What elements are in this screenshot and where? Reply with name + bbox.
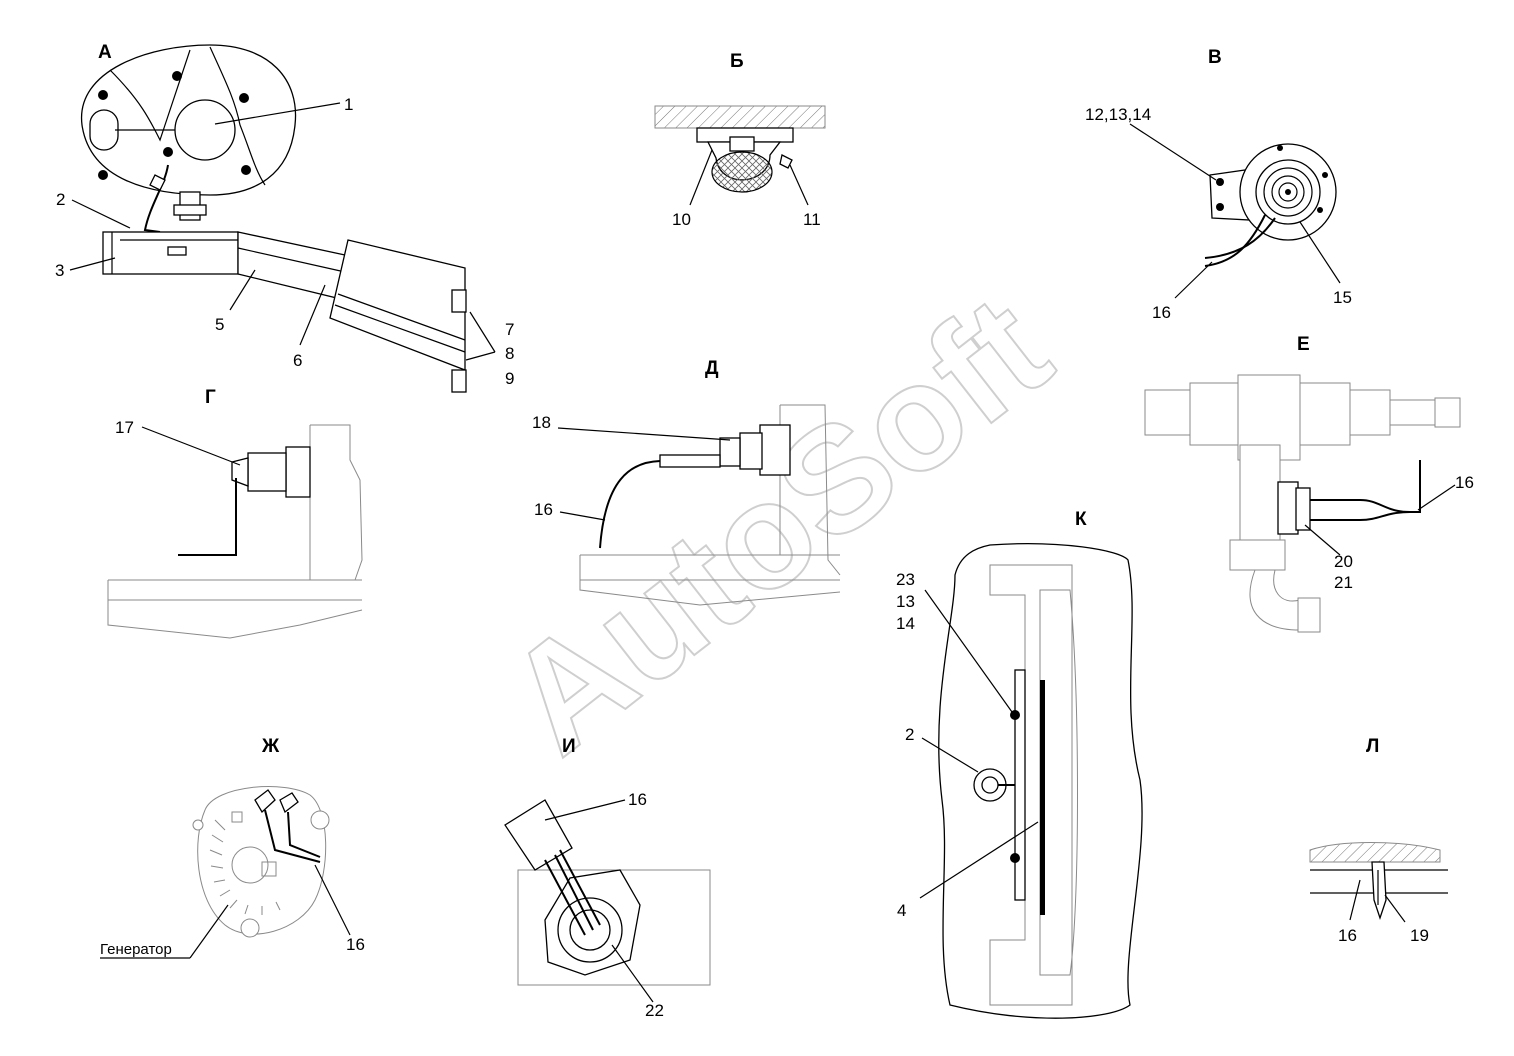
callout-2: 2 (56, 190, 65, 209)
view-zh: Ж 16 Генератор (100, 736, 365, 959)
callout-16-v: 16 (1152, 303, 1171, 322)
callout-16-zh: 16 (346, 935, 365, 954)
callout-2-k: 2 (905, 725, 914, 744)
view-label-i: И (562, 736, 576, 757)
callout-17: 17 (115, 418, 134, 437)
view-label-l: Л (1366, 736, 1379, 757)
callout-12-13-14: 12,13,14 (1085, 105, 1151, 124)
view-label-zh: Ж (261, 736, 280, 757)
callout-23: 23 (896, 570, 915, 589)
callout-21: 21 (1334, 573, 1353, 592)
view-a: А (55, 42, 514, 393)
callout-16-l: 16 (1338, 926, 1357, 945)
callout-16-d: 16 (534, 500, 553, 519)
view-l: Л 16 19 (1309, 736, 1448, 945)
view-label-g: Г (205, 387, 216, 408)
callout-20: 20 (1334, 552, 1353, 571)
callout-7: 7 (505, 320, 514, 339)
view-label-e: Е (1297, 334, 1310, 355)
callout-16-i: 16 (628, 790, 647, 809)
callout-13: 13 (896, 592, 915, 611)
view-g: Г 17 (107, 387, 363, 639)
callout-18: 18 (532, 413, 551, 432)
headlamp-1 (81, 44, 297, 196)
generator-label: Генератор (100, 941, 172, 958)
view-i: И 16 22 (504, 736, 711, 1020)
bracket-3 (102, 231, 239, 275)
callout-6: 6 (293, 351, 302, 370)
view-label-v: В (1208, 47, 1222, 68)
view-label-k: К (1075, 509, 1087, 530)
callout-10: 10 (672, 210, 691, 229)
callout-22: 22 (645, 1001, 664, 1020)
view-label-d: Д (705, 358, 719, 379)
callout-16-e: 16 (1455, 473, 1474, 492)
view-v: В 12,13,14 15 16 (1085, 47, 1352, 322)
view-d: Д 18 16 (532, 358, 841, 606)
view-label-b: Б (730, 51, 744, 72)
callout-9: 9 (505, 369, 514, 388)
callout-8: 8 (505, 344, 514, 363)
view-e: Е 16 20 21 (1144, 334, 1474, 633)
mount-stud (143, 164, 207, 233)
callout-3: 3 (55, 261, 64, 280)
view-b: Б 10 11 (654, 51, 826, 229)
callout-5: 5 (215, 315, 224, 334)
callout-1: 1 (344, 95, 353, 114)
callout-19: 19 (1410, 926, 1429, 945)
callout-15: 15 (1333, 288, 1352, 307)
bracket-arm-5-6 (237, 231, 467, 393)
callout-11: 11 (803, 210, 821, 229)
view-label-a: А (98, 42, 112, 63)
view-k: К 23 13 14 2 4 (896, 509, 1143, 1019)
callout-14: 14 (896, 614, 915, 633)
callout-4: 4 (897, 901, 906, 920)
